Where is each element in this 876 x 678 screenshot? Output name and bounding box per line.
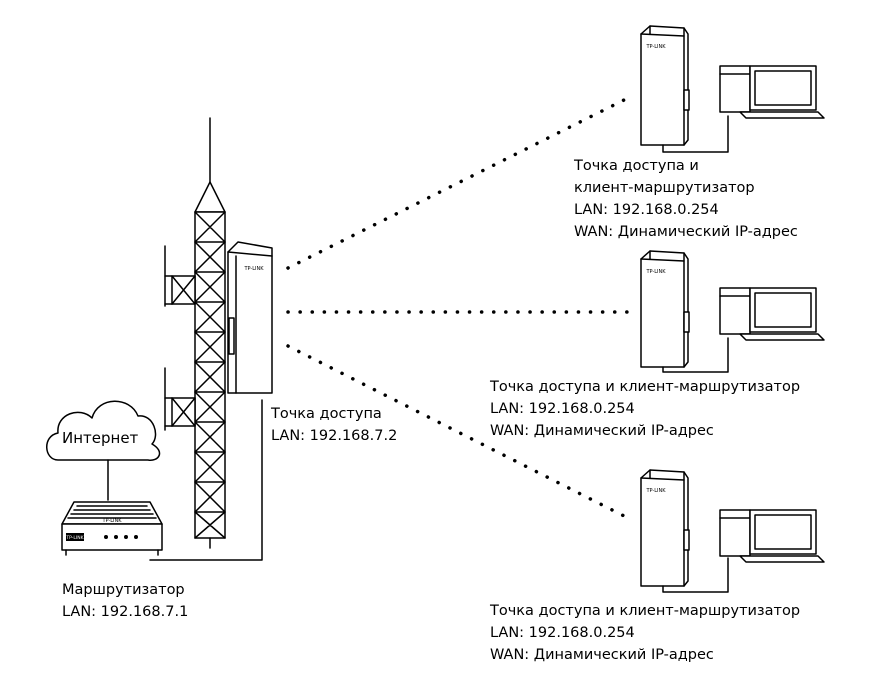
client-access-point-icon: TP-LINK [640,469,690,587]
client-1-cable [662,115,729,153]
client-3-caption: Точка доступа и клиент-маршрутизатор LAN… [490,600,800,666]
client-1-line-1: Точка доступа и [574,158,699,174]
client-1-line-4: WAN: Динамический IP-адрес [574,224,798,240]
wireless-link-1 [286,94,634,270]
client-2-brand: TP-LINK [645,269,666,275]
main-ap-lan: LAN: 192.168.7.2 [271,428,398,444]
router-lan: LAN: 192.168.7.1 [62,604,189,620]
internet-cloud-icon [46,400,161,461]
router-top-brand: TP-LINK [101,518,122,524]
client-1-caption: Точка доступа и клиент-маршрутизатор LAN… [574,155,798,243]
client-2-caption: Точка доступа и клиент-маршрутизатор LAN… [490,376,800,442]
main-ap-title: Точка доступа [271,406,382,422]
computer-icon [719,509,825,563]
router-caption: Маршрутизатор LAN: 192.168.7.1 [62,579,188,623]
wireless-link-3 [286,344,634,522]
client-1-line-3: LAN: 192.168.0.254 [574,202,719,218]
router-to-tower-cable [149,399,263,561]
internet-label-text: Интернет [62,429,139,447]
main-ap-brand: TP-LINK [243,266,264,272]
client-3-line-1: Точка доступа и клиент-маршрутизатор [490,603,801,619]
client-3-line-3: WAN: Динамический IP-адрес [490,647,714,663]
client-3-line-2: LAN: 192.168.0.254 [490,625,635,641]
client-1-brand: TP-LINK [645,44,666,50]
computer-icon [719,65,825,119]
client-2-line-3: WAN: Динамический IP-адрес [490,423,714,439]
client-3-cable [662,557,729,593]
main-access-point-icon: TP-LINK [227,241,273,394]
client-3-brand: TP-LINK [645,488,666,494]
client-access-point-icon: TP-LINK [640,25,690,146]
client-1-line-2: клиент-маршрутизатор [574,180,755,196]
router-icon [61,501,163,556]
client-2-line-2: LAN: 192.168.0.254 [490,401,635,417]
main-ap-caption: Точка доступа LAN: 192.168.7.2 [271,403,397,447]
client-access-point-icon: TP-LINK [640,250,690,368]
client-2-line-1: Точка доступа и клиент-маршрутизатор [490,379,801,395]
router-title: Маршрутизатор [62,582,185,598]
internet-label: Интернет [62,427,138,449]
wireless-links [286,94,634,522]
client-2-cable [662,337,729,373]
router-brand: TP-LINK [65,535,84,541]
tower-icon [164,117,226,549]
computer-icon [719,287,825,341]
